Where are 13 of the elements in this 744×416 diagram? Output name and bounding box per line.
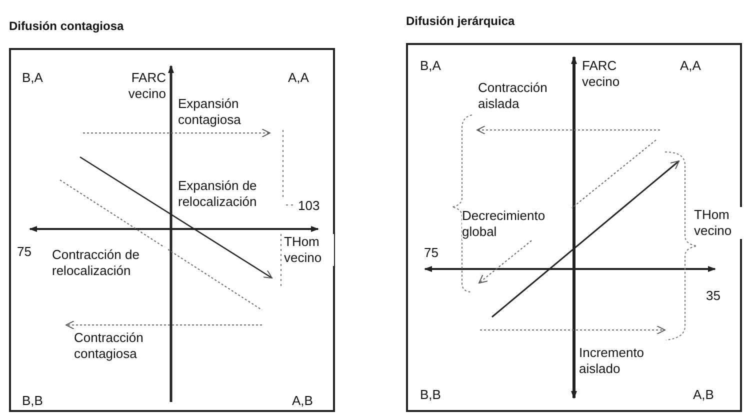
quadrant-label: B,B	[420, 387, 441, 403]
quadrant-label: B,A	[420, 58, 441, 74]
panel-title: Difusión jerárquica	[406, 13, 515, 30]
quadrant-label: A,A	[288, 70, 309, 86]
panel-title: Difusión contagiosa	[9, 18, 124, 35]
trajectory-label: Decrecimiento global	[462, 208, 572, 240]
quadrant-label: A,A	[680, 58, 701, 74]
quadrant-label: B,B	[22, 393, 43, 409]
axis-label: THom vecino	[284, 234, 334, 266]
axis-label: THom vecino	[694, 207, 742, 239]
quadrant-label: A,B	[693, 387, 714, 403]
quadrant-label: A,B	[292, 393, 313, 409]
quadrant-label: B,A	[22, 70, 43, 86]
